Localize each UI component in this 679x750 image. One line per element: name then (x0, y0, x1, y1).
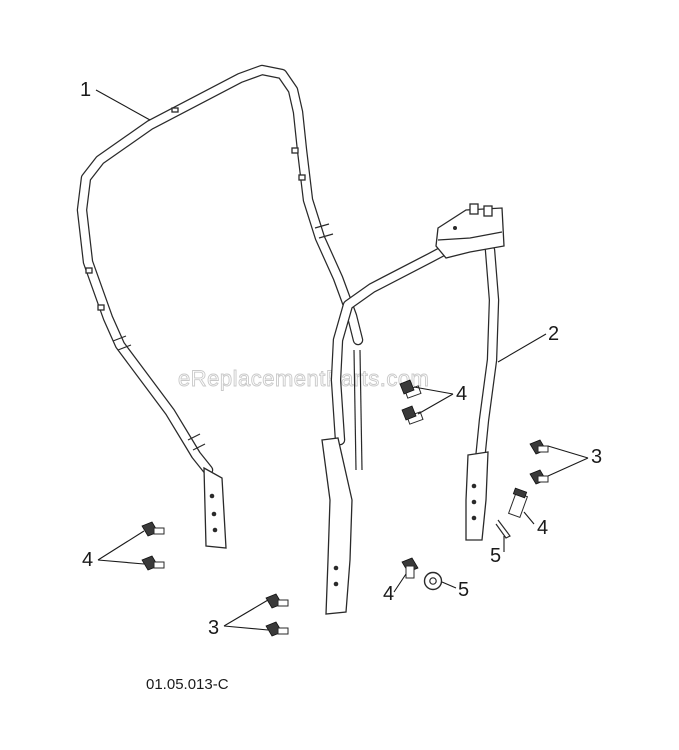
leader-4b-1 (97, 530, 145, 561)
leader-2 (497, 333, 547, 363)
callout-4-bottom: 4 (383, 583, 394, 605)
callout-4-left: 4 (82, 549, 93, 571)
bolt-right-upper (529, 439, 549, 455)
leader-4a-1 (413, 386, 454, 395)
leader-3b-1 (223, 599, 269, 627)
leader-1 (95, 89, 151, 121)
callout-5-bottom: 5 (458, 579, 469, 601)
callout-4-center: 4 (456, 383, 467, 405)
diagram-code: 01.05.013-C (146, 676, 229, 693)
callout-3-right: 3 (591, 446, 602, 468)
callout-2: 2 (548, 323, 559, 345)
leader-4c (523, 511, 535, 525)
bolt-left-lower (141, 555, 165, 571)
leader-3a-2 (547, 457, 589, 477)
leader-3b-2 (223, 625, 269, 631)
callout-5-right: 5 (490, 545, 501, 567)
leader-5b (441, 581, 457, 589)
washer-bottom (423, 571, 443, 591)
leader-4a-2 (417, 393, 454, 415)
frame-part-1 (76, 64, 364, 549)
bolt-center-upper (399, 379, 422, 399)
bolt-bottom-center (401, 557, 419, 579)
cotter-pin-right (495, 519, 511, 539)
frame-part-2 (321, 203, 505, 615)
clevis-pin-right (507, 487, 529, 519)
bolt-left-upper (141, 521, 165, 537)
callout-3-bottom: 3 (208, 617, 219, 639)
watermark-text: eReplacementParts.com (178, 366, 429, 391)
bolt-center-lower (401, 405, 424, 425)
callout-1: 1 (80, 79, 91, 101)
bolt-bottom-upper (265, 593, 289, 609)
bolt-right-lower (529, 469, 549, 485)
bolt-bottom-lower (265, 621, 289, 637)
callout-4-right: 4 (537, 517, 548, 539)
leader-4b-2 (97, 559, 145, 565)
leader-4d (393, 573, 407, 593)
leader-3a-1 (547, 445, 589, 459)
